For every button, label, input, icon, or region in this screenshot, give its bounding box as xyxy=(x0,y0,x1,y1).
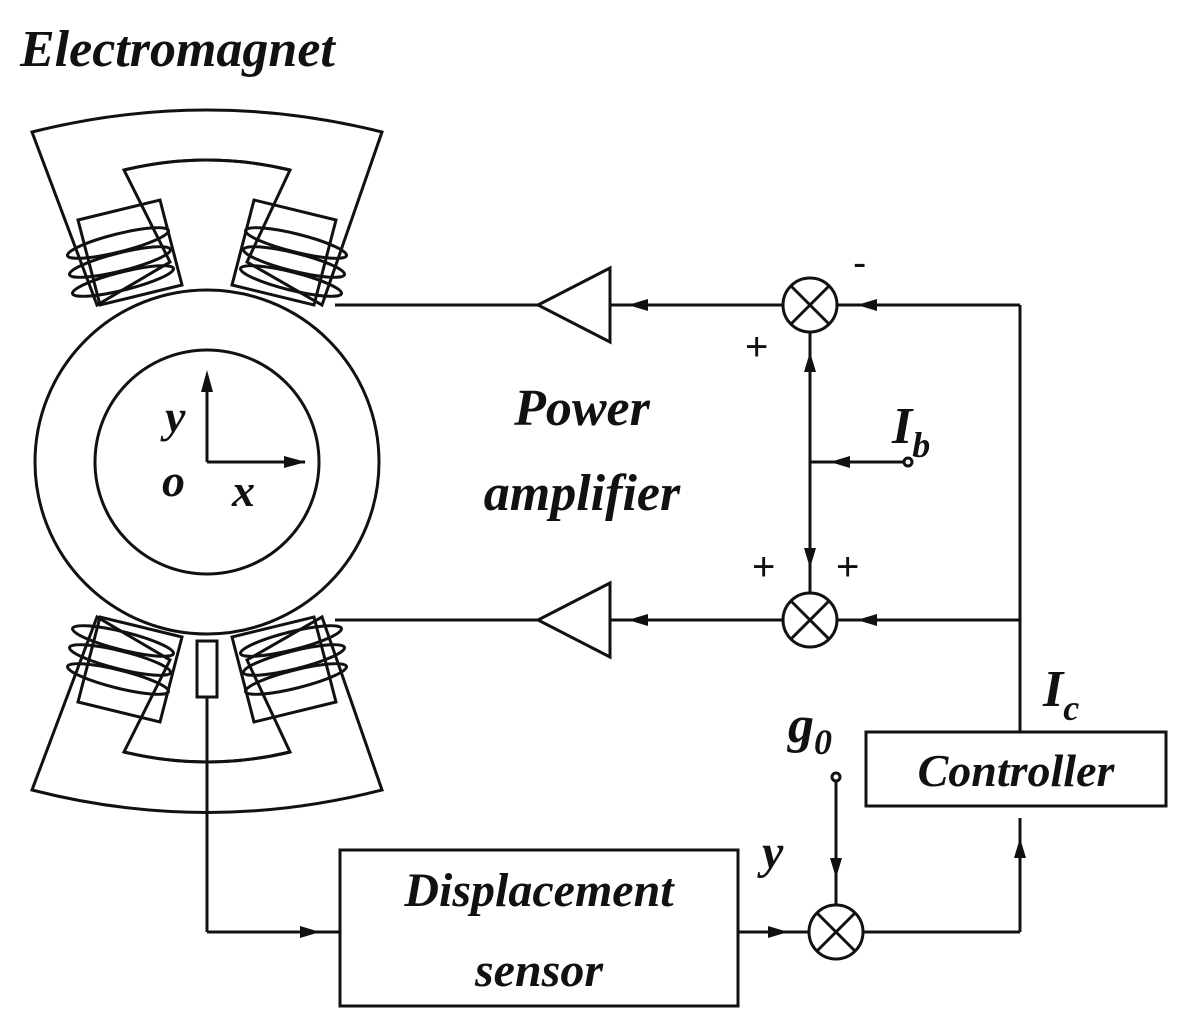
reference-gap-label: g0 xyxy=(787,697,832,762)
power-amplifier-bottom xyxy=(534,580,612,660)
control-current-label: Ic xyxy=(1042,661,1079,728)
top-minus-sign: - xyxy=(853,241,866,285)
measured-y-label: y xyxy=(757,826,784,879)
displacement-sensor-box xyxy=(338,848,740,1008)
controller-label: Controller xyxy=(918,745,1116,796)
origin-label: o xyxy=(162,455,185,506)
axis-x-label: x xyxy=(231,465,255,516)
coil-bottom-left xyxy=(65,624,176,696)
coil-top-right xyxy=(238,226,349,298)
displacement-sensor-label-1: Displacement xyxy=(403,864,675,917)
power-amplifier-top xyxy=(534,265,612,345)
reference-input-node xyxy=(830,771,842,783)
top-plus-sign: + xyxy=(745,325,768,369)
electromagnet-title: Electromagnet xyxy=(19,21,336,78)
summing-junction-bottom xyxy=(781,591,839,649)
bottom-plus-left-sign: + xyxy=(752,545,775,589)
bias-current-label: Ib xyxy=(891,398,930,465)
power-amplifier-label-2: amplifier xyxy=(484,465,681,522)
coil-top-left xyxy=(65,226,176,298)
bottom-plus-right-sign: + xyxy=(836,545,859,589)
summing-junction-top xyxy=(781,276,839,334)
sensor-probe xyxy=(195,639,219,699)
displacement-sensor-label-2: sensor xyxy=(474,944,604,997)
axis-y-label: y xyxy=(160,391,186,442)
rotor-inner xyxy=(93,348,321,576)
power-amplifier-label-1: Power xyxy=(513,380,651,437)
bias-input-node xyxy=(902,456,914,468)
rotor-axes xyxy=(201,370,306,468)
controller-box xyxy=(864,730,1168,808)
coil-bottom-right xyxy=(238,624,349,696)
summing-junction-sensor xyxy=(807,903,865,961)
